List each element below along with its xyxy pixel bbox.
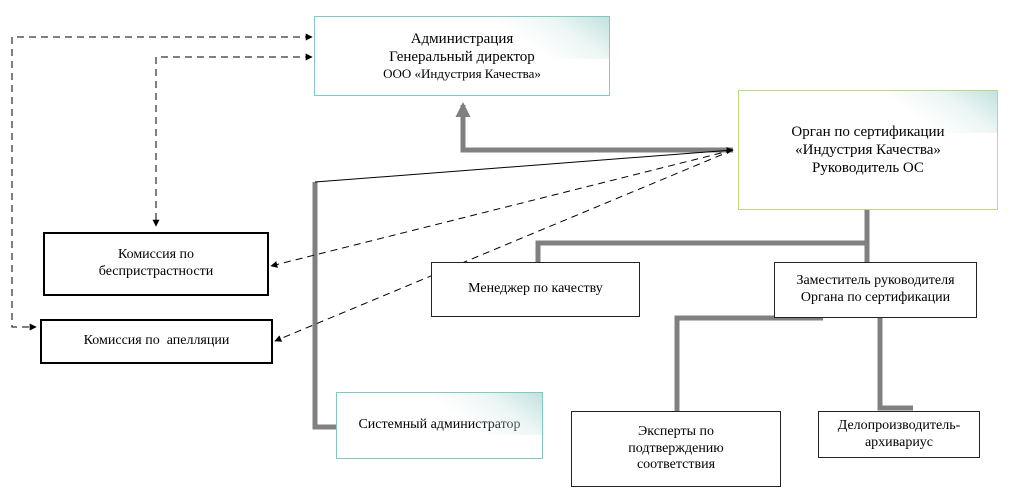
cert-body-to-quality-manager-connector — [535, 210, 870, 262]
appeals-commission-box: Комиссия по апелляции — [40, 319, 273, 364]
cert-body-to-impartiality-dashed-arrow — [270, 149, 734, 268]
certification-body-line-1: Орган по сертификации — [791, 124, 945, 140]
impartiality-commission-line-2: беспристрастности — [98, 264, 214, 279]
deputy-to-experts-connector — [674, 315, 823, 411]
impartiality-commission-box: Комиссия по беспристрастности — [43, 232, 269, 296]
admin-to-appeals-dashed-arrow — [11, 33, 313, 331]
certification-body-box: Орган по сертификации «Индустрия Качеств… — [738, 90, 998, 210]
experts-box: Эксперты по подтверждению соответствия — [571, 411, 781, 487]
quality-manager-box: Менеджер по качеству — [431, 262, 640, 317]
records-clerk-box: Делопроизводитель- архивариус — [818, 411, 980, 458]
records-clerk-line-2: архивариус — [864, 434, 934, 450]
administration-box: Администрация Генеральный директор ООО «… — [314, 16, 610, 96]
sysadmin-connector — [312, 182, 336, 430]
deputy-to-records-clerk-connector — [877, 318, 913, 411]
admin-to-impartiality-dashed-arrow — [152, 53, 313, 227]
administration-line-3: ООО «Индустрия Качества» — [383, 66, 541, 82]
certification-body-line-2: «Индустрия Качества» — [795, 142, 941, 158]
admin-to-cert-body-connector — [455, 102, 733, 153]
deputy-head-box: Заместитель руководителя Органа по серти… — [774, 262, 977, 318]
impartiality-commission-line-1: Комиссия по — [117, 247, 195, 263]
deputy-head-line-1: Заместитель руководителя — [796, 273, 955, 289]
records-clerk-line-1: Делопроизводитель- — [837, 417, 961, 433]
system-administrator-line-1: Системный администратор — [358, 417, 521, 433]
certification-body-line-3: Руководитель ОС — [812, 160, 924, 176]
administration-line-2: Генеральный директор — [389, 49, 535, 66]
quality-manager-line-1: Менеджер по качеству — [468, 281, 603, 297]
appeals-commission-line-1: Комиссия по апелляции — [83, 333, 230, 349]
system-administrator-box: Системный администратор — [336, 392, 543, 459]
experts-line-2: подтверждению — [628, 440, 724, 456]
sysadmin-to-cert-body-arrow — [314, 146, 734, 183]
administration-line-1: Администрация — [410, 31, 514, 48]
cert-body-to-appeals-dashed-arrow — [274, 149, 734, 342]
experts-line-1: Эксперты по — [638, 423, 714, 439]
experts-line-3: соответствия — [636, 457, 716, 473]
deputy-head-line-2: Органа по сертификации — [800, 290, 951, 305]
